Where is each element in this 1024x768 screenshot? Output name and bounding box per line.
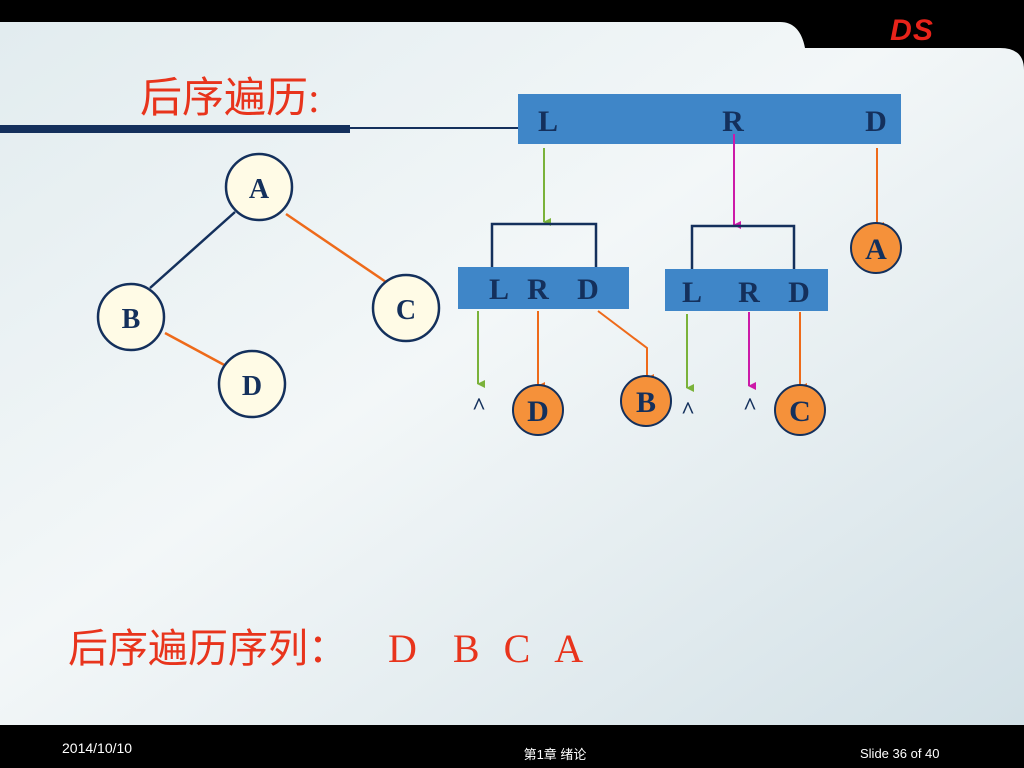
footer-chapter: 第1章 绪论 <box>523 747 587 762</box>
edge-a-c <box>285 212 387 284</box>
tree-node-a-label: A <box>249 174 270 205</box>
null-left-of-b: ^ <box>472 394 486 420</box>
tree-node-d-label: D <box>242 371 262 402</box>
null-right-of-c: ^ <box>743 394 757 420</box>
tree-node-d <box>217 349 287 419</box>
footer-date: 2014/10/10 <box>62 740 133 756</box>
visited-node-a <box>850 222 902 274</box>
right-box-r: R <box>738 276 760 309</box>
tree-node-a <box>224 152 294 222</box>
footer-slide-number: Slide 36 of 40 <box>860 746 940 761</box>
postorder-sequence: 后序遍历序列： D B C A <box>68 616 583 674</box>
left-box-l: L <box>489 273 509 306</box>
ds-logo: DS <box>890 14 934 47</box>
visited-node-d <box>512 384 564 436</box>
tree-node-b-label: B <box>122 304 141 335</box>
right-subtree-bracket <box>690 224 796 270</box>
right-box-l: L <box>682 276 702 309</box>
root-box-r: R <box>722 105 744 138</box>
visited-node-d-label: D <box>527 395 549 428</box>
visited-node-a-label: A <box>865 233 887 266</box>
sequence-item: B <box>452 626 480 671</box>
right-box-d: D <box>788 276 810 309</box>
binary-tree: A B C D <box>96 152 441 419</box>
left-subtree-bracket <box>490 222 598 268</box>
visited-node-c-label: C <box>789 395 811 428</box>
right-lrd-box <box>665 269 828 311</box>
visited-node-c <box>774 384 826 436</box>
sequence-label: 后序遍历序列： <box>68 626 348 671</box>
sequence-item: C <box>503 626 531 671</box>
title-underline-bar <box>0 125 350 133</box>
visited-node-b <box>620 375 672 427</box>
visited-node-b-label: B <box>636 386 656 419</box>
root-box-d: D <box>865 105 887 138</box>
arrow-left-d <box>597 310 654 382</box>
edge-a-b <box>149 211 236 289</box>
left-lrd-box <box>458 267 629 309</box>
traversal-diagram: L R D L R D L R D ^ ^ ^ A D <box>458 94 902 436</box>
sequence-item: A <box>554 626 584 671</box>
root-lrd-box <box>518 94 901 144</box>
tree-node-c-label: C <box>396 295 416 326</box>
edge-b-d <box>164 331 229 369</box>
tree-node-b <box>96 282 166 352</box>
left-box-r: R <box>527 273 549 306</box>
root-box-l: L <box>538 105 558 138</box>
null-left-of-c: ^ <box>681 398 695 424</box>
page-title: 后序遍历: <box>140 76 320 122</box>
left-box-d: D <box>577 273 599 306</box>
tree-node-c <box>371 273 441 343</box>
sequence-item: D <box>388 626 417 671</box>
